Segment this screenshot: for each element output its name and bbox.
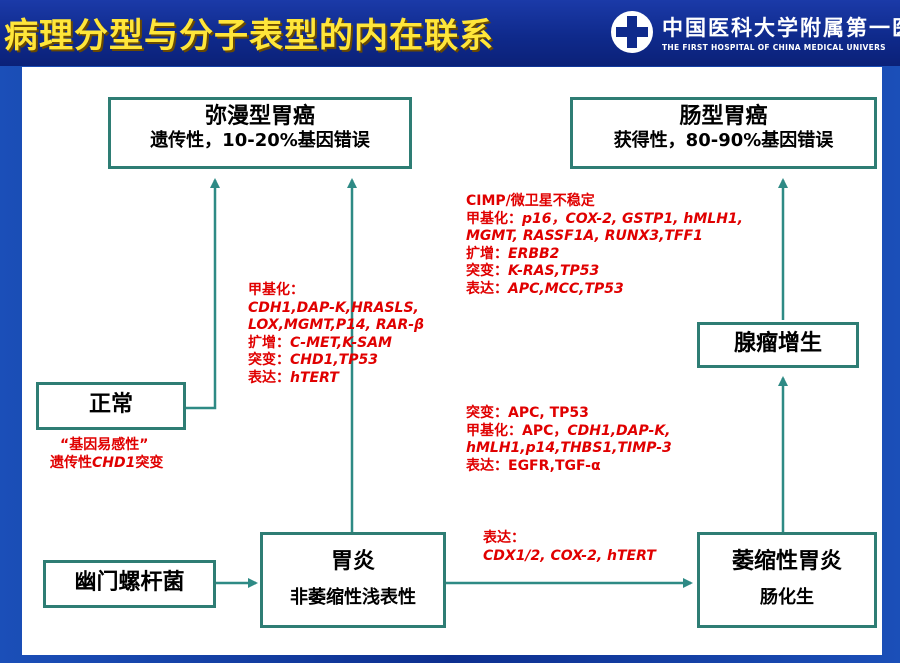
normal-note-line2: 遗传性CHD1突变 xyxy=(50,454,164,471)
logo-english-name: THE FIRST HOSPITAL OF CHINA MEDICAL UNIV… xyxy=(662,43,886,52)
atrophic-methylation-1: 甲基化：APC，CDH1,DAP-K, xyxy=(466,422,671,439)
header-bar xyxy=(0,0,900,66)
helicobacter-title: 幽门螺杆菌 xyxy=(74,570,185,595)
adenoma-title: 腺瘤增生 xyxy=(733,331,822,356)
adenoma-box: 腺瘤增生 xyxy=(697,322,859,368)
diffuse-amplification: 扩增：C-MET,K-SAM xyxy=(248,334,392,351)
intestinal-methylation-1: 甲基化：p16，COX-2, GSTP1, hMLH1, xyxy=(466,210,743,227)
diffuse-methylation-values-2: LOX,MGMT,P14, RAR-β xyxy=(248,317,425,333)
intestinal-cancer-title: 肠型胃癌 xyxy=(679,104,768,129)
diffuse-cancer-title: 弥漫型胃癌 xyxy=(204,104,315,129)
atrophic-expression: 表达：EGFR,TGF-α xyxy=(466,457,601,474)
normal-box: 正常 xyxy=(36,382,186,430)
intestinal-cancer-subtitle: 获得性，80-90%基因错误 xyxy=(613,130,834,152)
atrophic-pathway-note: 突变：APC, TP53 甲基化：APC，CDH1,DAP-K, hMLH1,p… xyxy=(466,405,672,475)
slide-title: 病理分型与分子表型的内在联系 xyxy=(4,16,494,56)
normal-note-line1: “基因易感性” xyxy=(60,437,149,453)
cross-logo-icon xyxy=(611,11,653,53)
diffuse-pathway-note: 甲基化： CDH1,DAP-K,HRASLS, LOX,MGMT,P14, RA… xyxy=(248,282,424,387)
intestinal-amplification: 扩增：ERBB2 xyxy=(466,245,560,262)
arrow-normal-to-diffuse xyxy=(186,178,220,410)
intestinal-mutation: 突变：K-RAS,TP53 xyxy=(466,263,600,279)
gastritis-box: 胃炎 非萎缩性浅表性 xyxy=(260,532,446,628)
intestinal-pathway-note: CIMP/微卫星不稳定 甲基化：p16，COX-2, GSTP1, hMLH1,… xyxy=(466,193,743,298)
atrophic-gastritis-title: 萎缩性胃炎 xyxy=(731,549,842,574)
diffuse-methylation-values-1: CDH1,DAP-K,HRASLS, xyxy=(248,299,419,316)
diffuse-cancer-box: 弥漫型胃癌 遗传性，10-20%基因错误 xyxy=(108,97,412,169)
diffuse-cancer-subtitle: 遗传性，10-20%基因错误 xyxy=(150,130,370,152)
diffuse-expression: 表达：hTERT xyxy=(248,369,339,386)
gastritis-subtitle: 非萎缩性浅表性 xyxy=(290,587,416,609)
gastritis-expression-label: 表达： xyxy=(483,530,525,546)
gastritis-expression-values: CDX1/2, COX-2, hTERT xyxy=(483,547,656,564)
atrophic-mutation: 突变：APC, TP53 xyxy=(466,405,589,421)
intestinal-methylation-2: MGMT, RASSF1A, RUNX3,TFF1 xyxy=(466,228,703,244)
atrophic-methylation-2: hMLH1,p14,THBS1,TIMP-3 xyxy=(466,440,672,456)
gastritis-pathway-note: 表达： CDX1/2, COX-2, hTERT xyxy=(483,530,656,565)
cimp-heading: CIMP/微卫星不稳定 xyxy=(466,193,595,209)
normal-title: 正常 xyxy=(88,392,133,417)
logo-chinese-name: 中国医科大学附属第一医 xyxy=(662,15,900,40)
hospital-logo: 中国医科大学附属第一医 THE FIRST HOSPITAL OF CHINA … xyxy=(610,6,900,58)
helicobacter-box: 幽门螺杆菌 xyxy=(43,560,216,608)
gastritis-title: 胃炎 xyxy=(330,549,375,574)
intestinal-expression: 表达：APC,MCC,TP53 xyxy=(466,280,624,297)
intestinal-cancer-box: 肠型胃癌 获得性，80-90%基因错误 xyxy=(570,97,877,169)
atrophic-gastritis-subtitle: 肠化生 xyxy=(760,587,814,609)
diffuse-methylation-label: 甲基化： xyxy=(248,282,304,298)
atrophic-gastritis-box: 萎缩性胃炎 肠化生 xyxy=(697,532,877,628)
normal-note: “基因易感性” 遗传性CHD1突变 xyxy=(50,437,163,472)
diffuse-mutation: 突变：CHD1,TP53 xyxy=(248,352,378,368)
